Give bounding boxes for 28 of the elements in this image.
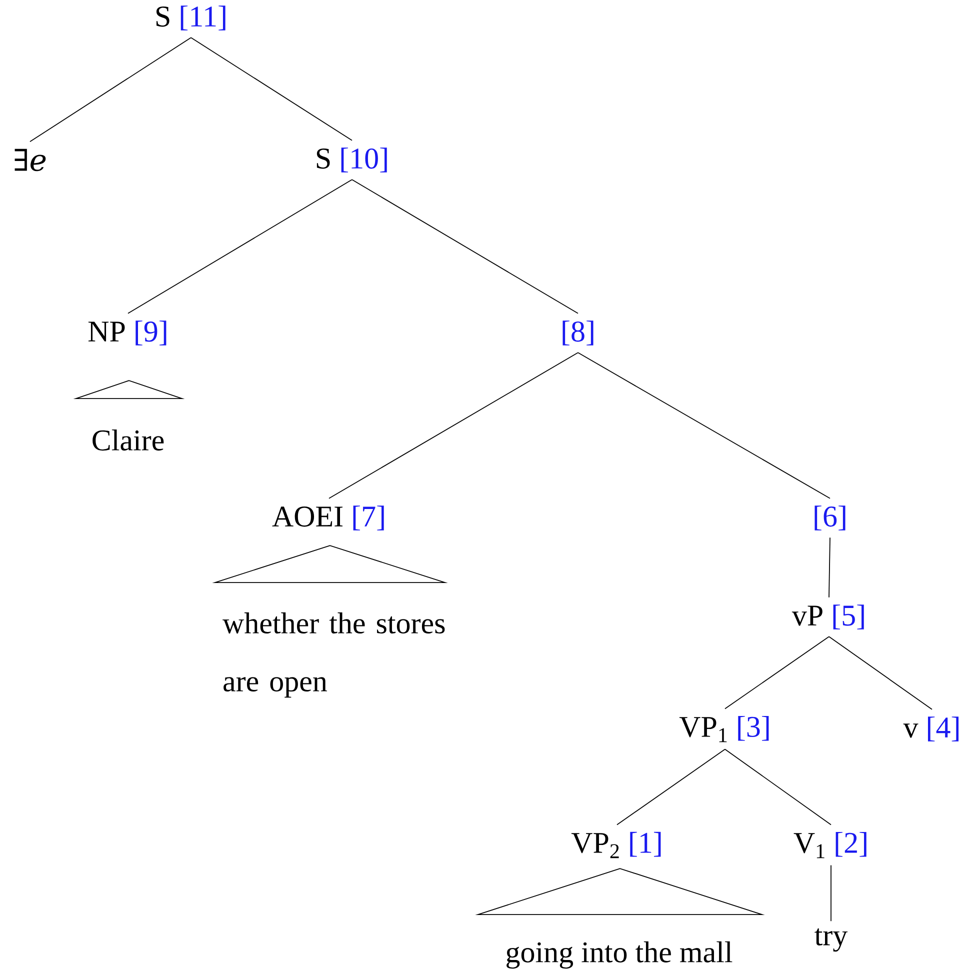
category-label: VP$_{1}$ [3] xyxy=(679,716,769,742)
branch-line xyxy=(128,179,352,314)
category-label: vP [5] xyxy=(792,604,864,630)
branch-line xyxy=(352,179,578,314)
branch-line xyxy=(328,352,578,499)
category-label: AOEI [7] xyxy=(272,506,384,530)
branch-line xyxy=(828,537,830,598)
category-label: V$_{1}$ [2] xyxy=(794,832,866,858)
branch-line xyxy=(616,748,726,826)
branch-line xyxy=(828,636,932,710)
category-label: S [11] xyxy=(156,6,226,30)
branch-line xyxy=(30,37,192,142)
quantifier-label: ∃e xyxy=(14,148,46,172)
branch-line xyxy=(724,748,832,826)
branch-line xyxy=(578,352,830,499)
branch-line xyxy=(830,864,832,922)
category-label: S [10] xyxy=(316,148,387,172)
branch-line xyxy=(190,37,352,141)
category-label: v [4] xyxy=(903,716,958,742)
category-label: [6] xyxy=(814,506,846,530)
category-label: VP$_{2}$ [1] xyxy=(571,832,661,858)
phrase-label: whether the stores are open xyxy=(222,612,445,698)
category-label: [8] xyxy=(562,320,594,346)
branch-line xyxy=(724,636,830,710)
category-label: NP [9] xyxy=(88,320,166,346)
word-label: try xyxy=(814,928,848,952)
word-label: Claire xyxy=(92,429,164,451)
phrase-label: going into the mall xyxy=(506,941,732,969)
